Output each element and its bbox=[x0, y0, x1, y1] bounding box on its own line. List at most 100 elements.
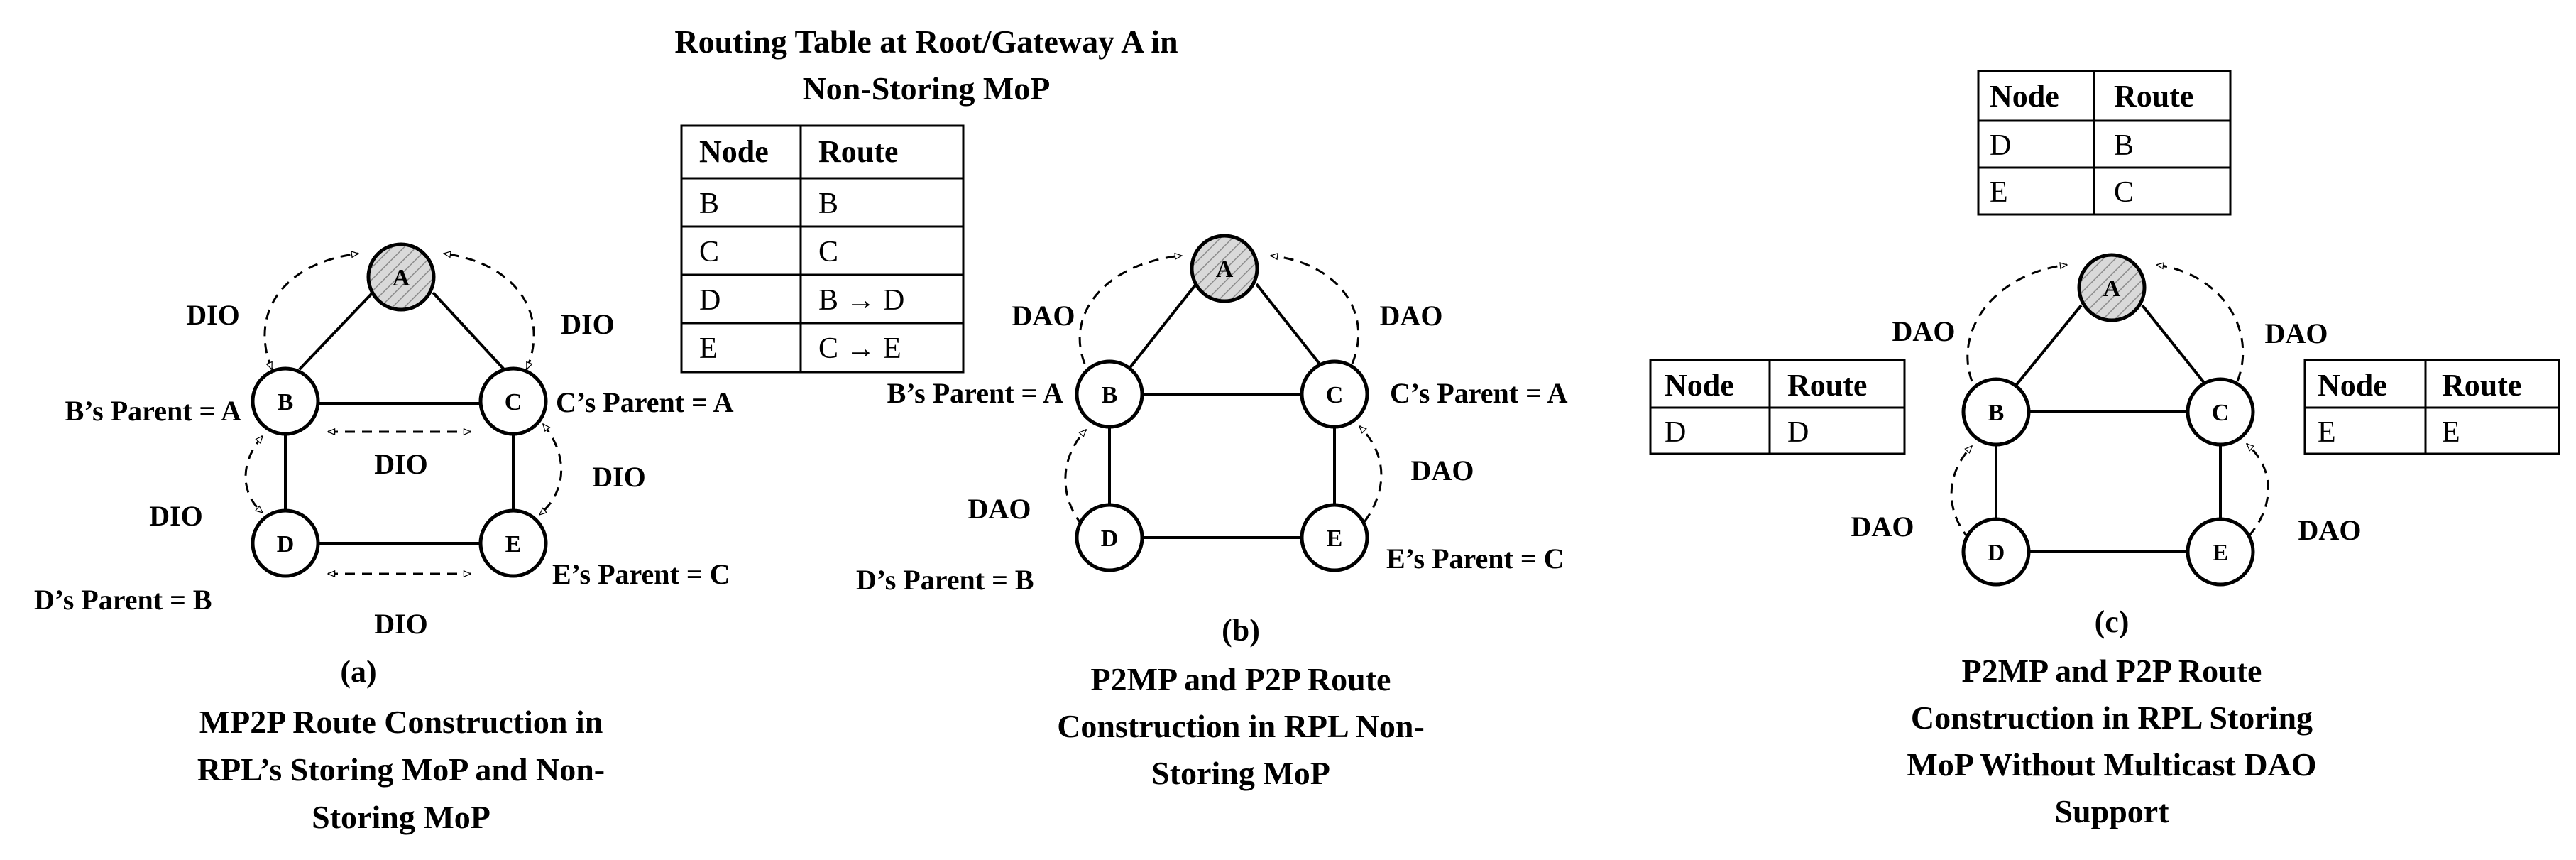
dio-label: DIO bbox=[374, 448, 428, 480]
node-e-label: E bbox=[505, 531, 522, 557]
table-header: Route bbox=[2114, 79, 2193, 114]
table-header: Node bbox=[1665, 368, 1734, 403]
panel-b-caption-line: Storing MoP bbox=[1151, 755, 1330, 791]
dao-label: DAO bbox=[1012, 300, 1075, 332]
node-e bbox=[2186, 517, 2255, 587]
table-cell: E bbox=[699, 332, 718, 365]
node-a-label: A bbox=[2103, 276, 2121, 302]
table-cell: B bbox=[818, 187, 838, 220]
dio-label: DIO bbox=[149, 500, 203, 532]
node-e-label: E bbox=[2213, 540, 2229, 566]
node-b bbox=[251, 366, 320, 436]
panel-c-caption-line: Support bbox=[2054, 793, 2169, 829]
node-c bbox=[1300, 359, 1369, 429]
node-a bbox=[2077, 253, 2147, 322]
node-a bbox=[366, 242, 436, 312]
parent-label-c: C’s Parent = A bbox=[556, 386, 734, 418]
edge-a-c bbox=[1255, 283, 1325, 371]
root-table-title: Routing Table at Root/Gateway A in bbox=[674, 23, 1178, 60]
dio-label: DIO bbox=[561, 308, 615, 340]
routing-table-node-c: Node Route E E bbox=[2303, 359, 2560, 455]
edge-a-c bbox=[2141, 304, 2209, 388]
routing-table-node-b: Node Route D D bbox=[1649, 359, 1906, 455]
parent-label-d: D’s Parent = B bbox=[34, 584, 212, 616]
table-header: Node bbox=[699, 134, 769, 169]
panel-b-caption-line: P2MP and P2P Route bbox=[1091, 661, 1391, 697]
panel-c-caption-line: Construction in RPL Storing bbox=[1911, 700, 2313, 736]
dio-arrow-a-c bbox=[444, 254, 535, 369]
dao-label: DAO bbox=[1851, 511, 1914, 543]
parent-label-d: D’s Parent = B bbox=[856, 564, 1034, 596]
dio-arrow-b-d bbox=[244, 436, 263, 514]
node-c-label: C bbox=[505, 389, 522, 415]
table-header: Route bbox=[2442, 368, 2521, 403]
table-cell: E bbox=[1990, 176, 2008, 209]
dao-arrow-d-to-b bbox=[1950, 446, 1973, 540]
node-b bbox=[1075, 359, 1144, 429]
panel-c-caption-line: MoP Without Multicast DAO bbox=[1907, 746, 2316, 783]
node-d-label: D bbox=[277, 531, 295, 557]
table-cell: D bbox=[1990, 129, 2011, 162]
node-e-label: E bbox=[1327, 526, 1343, 552]
node-d bbox=[1961, 517, 2031, 587]
edge-a-b bbox=[298, 291, 374, 371]
root-table-title: Non-Storing MoP bbox=[803, 70, 1051, 107]
table-cell: C bbox=[818, 236, 838, 268]
dio-label: DIO bbox=[592, 461, 646, 493]
table-cell: D bbox=[1787, 416, 1809, 449]
node-c bbox=[478, 366, 548, 436]
dao-arrow-d-to-b bbox=[1064, 430, 1087, 526]
edge-a-c bbox=[432, 291, 505, 371]
panel-a: A B C D E DIO DIO DIO DIO DIO DIO B’s Pa… bbox=[34, 242, 734, 835]
panel-b-caption-line: Construction in RPL Non- bbox=[1057, 708, 1425, 744]
table-cell: B → D bbox=[818, 284, 904, 317]
node-b-label: B bbox=[278, 389, 294, 415]
dao-arrow-e-to-c bbox=[2247, 442, 2269, 537]
dao-label: DAO bbox=[968, 493, 1031, 525]
table-cell: C → E bbox=[818, 332, 901, 365]
parent-label-b: B’s Parent = A bbox=[65, 395, 241, 427]
table-cell: C bbox=[2114, 176, 2134, 209]
node-b-label: B bbox=[1102, 382, 1118, 408]
dio-arrow-a-b bbox=[263, 254, 358, 369]
node-a-label: A bbox=[393, 265, 410, 291]
table-header: Route bbox=[818, 134, 898, 169]
panel-a-caption-line: MP2P Route Construction in bbox=[199, 704, 603, 740]
panel-a-caption-line: Storing MoP bbox=[312, 799, 490, 835]
parent-label-e: E’s Parent = C bbox=[1386, 543, 1564, 575]
panel-a-caption-line: RPL’s Storing MoP and Non- bbox=[197, 751, 605, 788]
dao-arrow-b-to-a bbox=[1078, 256, 1182, 364]
edge-a-b bbox=[1127, 283, 1197, 371]
parent-label-e: E’s Parent = C bbox=[552, 558, 730, 590]
panel-c-caption-line: P2MP and P2P Route bbox=[1962, 653, 2262, 689]
panel-b-letter: (b) bbox=[1222, 613, 1260, 648]
dio-label: DIO bbox=[186, 299, 240, 331]
node-d-label: D bbox=[1988, 540, 2005, 566]
node-e bbox=[1300, 503, 1369, 572]
root-routing-table: Routing Table at Root/Gateway A in Non-S… bbox=[674, 23, 1178, 374]
dao-arrow-c-to-a bbox=[2156, 265, 2245, 382]
dao-arrow-c-to-a bbox=[1271, 256, 1360, 364]
table-header: Route bbox=[1787, 368, 1867, 403]
table-header: Node bbox=[1990, 79, 2059, 114]
table-header: Node bbox=[2318, 368, 2387, 403]
dao-label: DAO bbox=[1380, 300, 1443, 332]
dao-label: DAO bbox=[1892, 315, 1956, 347]
parent-label-b: B’s Parent = A bbox=[887, 377, 1063, 409]
node-d-label: D bbox=[1101, 526, 1119, 552]
node-a-label: A bbox=[1216, 256, 1234, 283]
routing-table-node-a: Node Route D B E C bbox=[1977, 70, 2232, 216]
node-b-label: B bbox=[1988, 400, 2005, 426]
table-cell: E bbox=[2442, 416, 2460, 449]
panel-c-letter: (c) bbox=[2095, 604, 2130, 639]
node-c-label: C bbox=[2212, 400, 2230, 426]
dao-arrow-e-to-c bbox=[1358, 425, 1383, 523]
panel-b: A B C D E DAO DAO DAO DAO B’s Parent = A… bbox=[856, 234, 1568, 791]
dao-label: DAO bbox=[1411, 455, 1474, 486]
table-cell: D bbox=[1665, 416, 1686, 449]
node-c bbox=[2186, 377, 2255, 447]
parent-label-c: C’s Parent = A bbox=[1390, 377, 1568, 409]
table-cell: E bbox=[2318, 416, 2336, 449]
dao-arrow-b-to-a bbox=[1966, 265, 2067, 382]
